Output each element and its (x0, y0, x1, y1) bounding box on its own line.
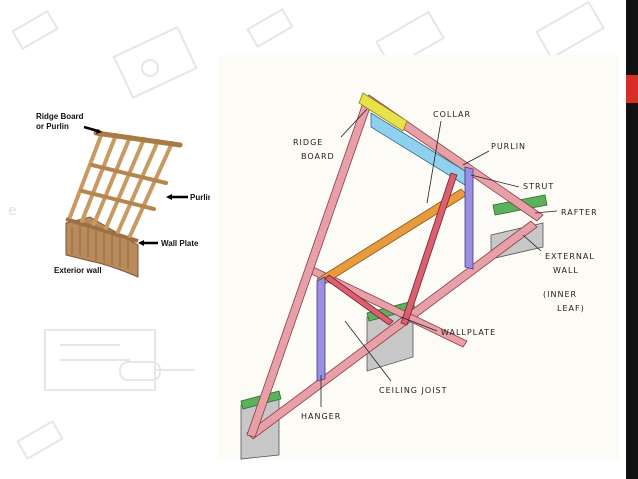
roof-truss-diagram: RIDGE BOARD COLLAR PURLIN STRUT RAFTER E… (217, 55, 619, 460)
rafters (68, 131, 174, 238)
svg-text:e: e (8, 203, 17, 219)
label-wallplate: WALLPLATE (441, 328, 496, 337)
label-ceiling-joist: CEILING JOIST (379, 386, 448, 395)
accent-marker (626, 75, 638, 103)
purlins (80, 163, 168, 211)
label-inner: (INNER (543, 290, 577, 299)
ridge-board-shape (93, 130, 183, 148)
label-ridge: RIDGE (293, 138, 323, 147)
side-bar (626, 0, 638, 479)
label-wall-plate: Wall Plate (161, 239, 199, 248)
label-ridge-board: Ridge Board (36, 112, 84, 121)
wallplates (240, 194, 548, 410)
hangers (316, 166, 474, 382)
label-purlin: Purlin (190, 193, 210, 202)
ridge-board-shape (358, 92, 408, 132)
label-purlin: PURLIN (491, 142, 526, 151)
label-strut: STRUT (523, 182, 554, 191)
wall-plate-shape (65, 217, 139, 243)
label-or-purlin: or Purlin (36, 122, 69, 131)
label-wall: WALL (553, 266, 579, 275)
roof-framing-figure: Ridge Board or Purlin Purlin Wall Plate … (30, 105, 213, 280)
struts (324, 172, 458, 326)
leader-lines (320, 108, 558, 407)
label-collar: COLLAR (433, 110, 471, 119)
label-board: BOARD (301, 152, 335, 161)
label-leaf: LEAF) (557, 304, 585, 313)
label-external: EXTERNAL (545, 252, 595, 261)
label-exterior-wall: Exterior wall (54, 266, 102, 275)
arrow-ridge (83, 125, 99, 133)
label-hanger: HANGER (301, 412, 341, 421)
label-rafter: RAFTER (561, 208, 598, 217)
